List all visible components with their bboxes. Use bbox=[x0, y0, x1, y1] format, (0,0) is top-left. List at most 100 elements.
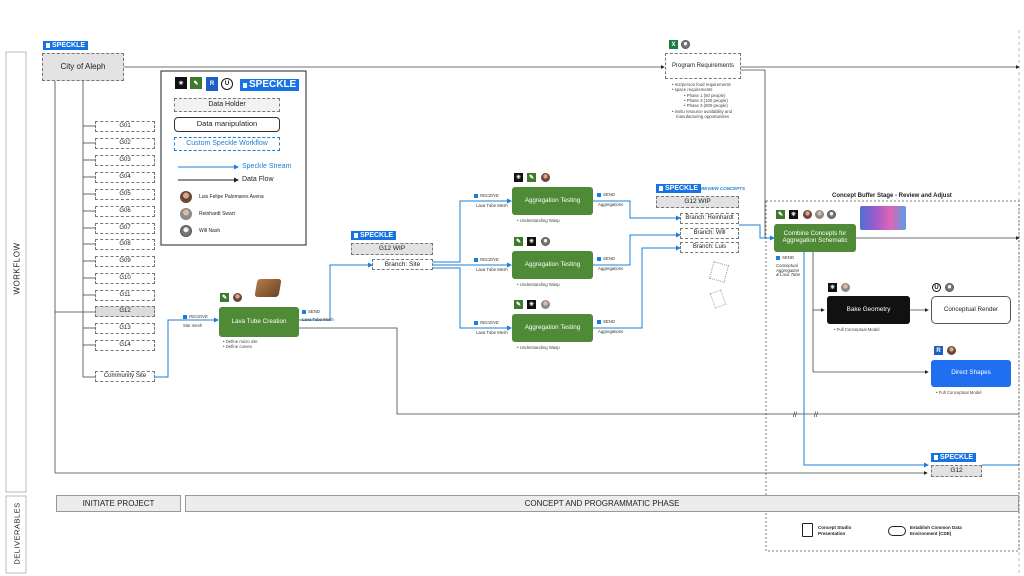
legend-person-reinhardt: Reinhardt Swart bbox=[199, 211, 235, 217]
grid-node-g09[interactable]: G09 bbox=[95, 256, 155, 267]
grasshopper-icon: ✳ bbox=[527, 237, 536, 246]
lava-notes: • Define micro site • Define curves bbox=[223, 339, 258, 350]
avatar-icon bbox=[233, 293, 242, 302]
gecko-icon: ✎ bbox=[190, 77, 202, 89]
excel-icon: X bbox=[669, 40, 678, 49]
aggregation-send-port: SEND bbox=[597, 256, 615, 262]
aggregation-send-sub: Aggregations bbox=[598, 266, 624, 271]
aggregation-note: • Understanding Wasp bbox=[517, 218, 560, 223]
stream-lines bbox=[155, 198, 1019, 468]
aggregation-receive-sub: Lava Tube Mesh bbox=[476, 203, 508, 208]
branch-site-node[interactable]: Branch: Site bbox=[372, 259, 433, 270]
avatar-icon bbox=[947, 346, 956, 355]
speckle-badge: SPECKLE bbox=[43, 41, 89, 50]
revit-icon: R bbox=[934, 346, 943, 355]
lane-label-workflow: WORKFLOW bbox=[12, 242, 22, 295]
cloud-icon bbox=[888, 526, 906, 536]
grid-node-g07[interactable]: G07 bbox=[95, 223, 155, 234]
legend-custom-workflow: Custom Speckle Workflow bbox=[174, 137, 280, 151]
legend-person-luis: Luis Felipe Palomares Avena bbox=[199, 194, 264, 200]
revit-icon: R bbox=[206, 77, 218, 91]
svg-text://: // bbox=[793, 412, 797, 419]
gecko-icon: ✎ bbox=[514, 300, 523, 309]
lava-send-port: SEND bbox=[302, 309, 320, 315]
branch-will-node[interactable]: Branch: Will bbox=[680, 228, 739, 239]
aggregation-testing-node[interactable]: Aggregation Testing bbox=[512, 187, 593, 215]
aggregation-note: • Understanding Wasp bbox=[517, 282, 560, 287]
combine-send-port: SEND bbox=[776, 255, 794, 261]
grid-node-g10[interactable]: G10 bbox=[95, 273, 155, 284]
lava-receive-sub: Site mesh bbox=[183, 323, 203, 328]
aggregation-receive-port: RECEIVE bbox=[474, 193, 499, 199]
grid-node-g03[interactable]: G03 bbox=[95, 155, 155, 166]
bake-note: • Full Conceptual Model bbox=[834, 327, 880, 332]
aggregation-receive-port: RECEIVE bbox=[474, 257, 499, 263]
avatar-icon bbox=[180, 191, 192, 203]
aggregation-receive-port: RECEIVE bbox=[474, 320, 499, 326]
legend-person-will: Will Nash bbox=[199, 228, 221, 234]
gecko-icon: ✎ bbox=[776, 210, 785, 219]
aggregation-send-port: SEND bbox=[597, 319, 615, 325]
grid-node-g06[interactable]: G06 bbox=[95, 206, 155, 217]
avatar-icon bbox=[541, 173, 550, 182]
aggregation-testing-node[interactable]: Aggregation Testing bbox=[512, 251, 593, 279]
avatar-icon bbox=[681, 40, 690, 49]
community-site-node[interactable]: Community Site bbox=[95, 371, 155, 382]
lava-tube-creation-node[interactable]: Lava Tube Creation bbox=[219, 307, 299, 337]
lane-frame bbox=[5, 30, 1020, 576]
flow-lines bbox=[54, 65, 1020, 475]
lava-receive-port: RECEIVE bbox=[183, 314, 208, 320]
lava-send-sub: Lava Tube Mesh bbox=[302, 317, 334, 322]
grasshopper-icon: ✳ bbox=[514, 173, 523, 182]
g12-output-node[interactable]: G12 bbox=[931, 465, 982, 477]
speckle-badge: SPECKLE bbox=[240, 79, 300, 91]
avatar-icon bbox=[841, 283, 850, 292]
grid-node-g13[interactable]: G13 bbox=[95, 323, 155, 334]
branch-reinhardt-node[interactable]: Branch: Reinhardt bbox=[680, 213, 739, 224]
combine-concepts-node[interactable]: Combine Concepts for Aggregation Schemat… bbox=[774, 224, 856, 252]
avatar-icon bbox=[815, 210, 824, 219]
review-g12-wip-node[interactable]: G12 WIP bbox=[656, 196, 739, 208]
break-marks: //// bbox=[793, 412, 818, 419]
conceptual-render-node[interactable]: Conceptual Render bbox=[931, 296, 1011, 324]
aggregation-send-sub: Aggregations bbox=[598, 202, 624, 207]
phase-concept-programmatic: CONCEPT AND PROGRAMMATIC PHASE bbox=[185, 495, 1019, 512]
deliverable-presentation: Concept Studio Presentation bbox=[818, 525, 852, 536]
branch-luis-node[interactable]: Branch: Luis bbox=[680, 242, 739, 253]
g12-wip-node[interactable]: G12 WIP bbox=[351, 243, 433, 255]
grid-node-g04[interactable]: G04 bbox=[95, 172, 155, 183]
deliverable-cde: Establish Common Data Environment (CDE) bbox=[910, 525, 962, 536]
avatar-icon bbox=[827, 210, 836, 219]
avatar-icon bbox=[180, 225, 192, 237]
grid-node-g11[interactable]: G11 bbox=[95, 290, 155, 301]
presentation-icon bbox=[802, 523, 813, 537]
aggregation-testing-node[interactable]: Aggregation Testing bbox=[512, 314, 593, 342]
grasshopper-icon: ✳ bbox=[789, 210, 798, 219]
lane-label-deliverables: DELIVERABLES bbox=[12, 502, 22, 565]
city-of-aleph-node[interactable]: City of Aleph bbox=[42, 53, 124, 81]
legend-data-flow: Data Flow bbox=[242, 176, 274, 183]
grid-node-g05[interactable]: G05 bbox=[95, 189, 155, 200]
legend-data-manipulation: Data manipulation bbox=[174, 117, 280, 132]
grid-node-g14[interactable]: G14 bbox=[95, 340, 155, 351]
grid-node-g02[interactable]: G02 bbox=[95, 138, 155, 149]
gecko-icon: ✎ bbox=[220, 293, 229, 302]
avatar-icon bbox=[541, 300, 550, 309]
grasshopper-icon: ✳ bbox=[828, 283, 837, 292]
bake-geometry-node[interactable]: Bake Geometry bbox=[827, 296, 910, 324]
grid-node-g08[interactable]: G08 bbox=[95, 239, 155, 250]
speckle-badge: SPECKLE bbox=[656, 184, 702, 193]
unreal-icon: U bbox=[932, 283, 941, 292]
direct-shapes-node[interactable]: Direct Shapes bbox=[931, 360, 1011, 387]
lava-tube-image bbox=[254, 279, 282, 297]
grid-node-g12[interactable]: G12 bbox=[95, 306, 155, 317]
aggregation-send-port: SEND bbox=[597, 192, 615, 198]
program-requirements-node[interactable]: Program Requirements bbox=[665, 53, 741, 79]
aggregation-note: • Understanding Wasp bbox=[517, 345, 560, 350]
legend-data-holder: Data Holder bbox=[174, 98, 280, 112]
grid-node-g01[interactable]: G01 bbox=[95, 121, 155, 132]
unreal-icon: U bbox=[221, 78, 233, 90]
grasshopper-icon: ✳ bbox=[175, 77, 187, 89]
combine-send-sub: Conceptual Aggregation & Lava Tube bbox=[776, 263, 801, 278]
